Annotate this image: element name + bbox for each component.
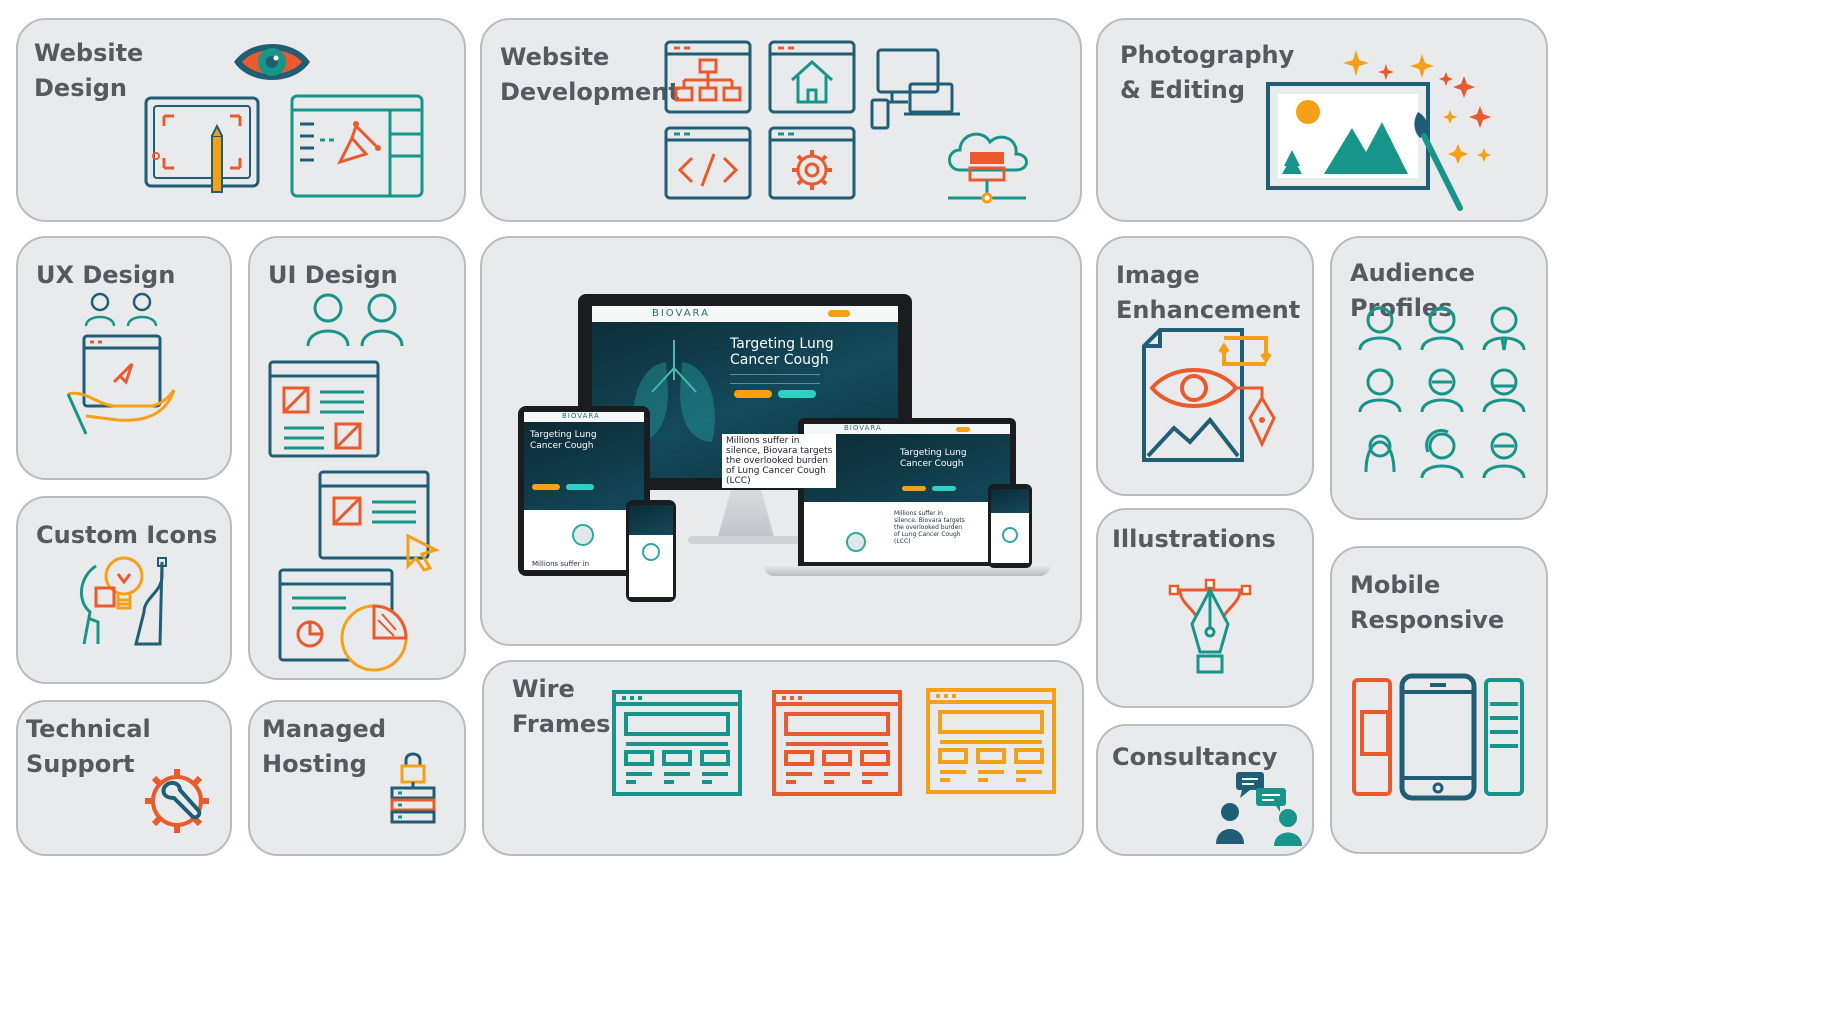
tile-title: Consultancy [1112,743,1278,771]
tile-custom-icons: Custom Icons [16,496,232,684]
responsive-devices-icon [870,48,960,130]
tile-managed-hosting: Managed Hosting [248,700,466,856]
code-icon [664,126,752,200]
tile-ux-design: UX Design [16,236,232,480]
phone-device [988,484,1032,568]
laptop-avatar [846,532,866,552]
hero-button-primary [532,484,560,490]
phone-icon [1352,673,1524,801]
paintbrush-icon [1414,112,1463,211]
lungs-graphic [633,340,715,442]
tablet-screen: BIOVARA Targeting Lung Cancer Cough Mill… [524,412,644,570]
users-icon [84,292,158,327]
tablet-navbar: BIOVARA [524,412,644,422]
hero-button-primary [734,390,772,398]
tile-title: Mobile Responsive [1350,571,1505,634]
tile-title: Illustrations [1112,525,1276,553]
brand-logo: BIOVARA [562,412,600,420]
tile-ui-design: UI Design [248,236,466,680]
tile-responsive-showcase: BIOVARA Targeting Lung Cancer Cough BIOV… [480,236,1082,646]
tile-title: Custom Icons [36,521,218,549]
tile-title: Photography & Editing [1120,41,1295,104]
tablet-avatar [572,524,594,546]
ui-chart-card-icon [278,568,408,672]
hero-button-secondary [778,390,816,398]
tablet-hero: Targeting Lung Cancer Cough [524,422,644,510]
hero-headline: Targeting Lung Cancer Cough [730,336,834,368]
pen-nib-icon [1168,578,1252,674]
tile-illustrations: Illustrations [1096,508,1314,708]
hero-button-secondary [566,484,594,490]
sparkles-icon [1343,50,1491,164]
landscape-photo-icon [1266,82,1430,190]
tile-wire-frames: Wire Frames [482,660,1084,856]
tile-title: Audience Profiles [1350,259,1475,322]
sitemap-icon [664,40,752,114]
cloud-server-icon [948,132,1028,204]
tile-title: Image Enhancement [1116,261,1301,324]
wireframe-icon [926,688,1056,794]
audience-grid-icon [1358,306,1526,479]
ui-cursor-card-icon [318,470,441,572]
ui-card-icon [268,360,380,458]
pen-tool-window-icon [290,94,424,198]
server-lock-icon [390,752,436,824]
laptop-screen: BIOVARA Targeting Lung Cancer Cough Mill… [804,424,1010,562]
users-icon [306,293,404,347]
desktop-tagline: Millions suffer in silence, Biovara targ… [722,434,837,488]
hand-tablet-icon [66,334,176,435]
tile-technical-support: Technical Support [16,700,232,856]
tile-image-enhancement: Image Enhancement [1096,236,1314,496]
tile-website-development: Website Development [480,18,1082,222]
nav-cta-pill [828,310,850,317]
tile-title: UI Design [268,261,398,289]
tile-photography-editing: Photography & Editing [1096,18,1548,222]
laptop-hero: Targeting Lung Cancer Cough [804,434,1010,502]
home-page-icon [768,40,856,114]
image-enhance-icon [1142,328,1276,462]
tile-website-design: Website Design [16,18,466,222]
wireframe-icon [772,690,902,796]
web-design-window-icon [144,96,260,193]
phone-device [626,500,676,602]
laptop-tagline: Millions suffer in silence, Biovara targ… [894,510,965,545]
tablet-tagline: Millions suffer in [532,560,590,568]
wrench-gear-icon [145,769,209,833]
desktop-navbar: BIOVARA [592,306,898,322]
hero-button-secondary [932,486,956,491]
brand-logo: BIOVARA [652,308,710,319]
wireframe-icon [612,690,742,796]
tile-audience-profiles: Audience Profiles [1330,236,1548,520]
tile-title: Website Development [500,43,680,106]
hero-button-primary [902,486,926,491]
laptop-navbar: BIOVARA [804,424,1010,434]
tile-title: Wire Frames [512,675,611,738]
monitor-stand [717,490,775,540]
lightbulb-head-icon [80,556,167,646]
tile-mobile-responsive: Mobile Responsive [1330,546,1548,854]
gear-icon [768,126,856,200]
tile-title: Website Design [34,39,144,102]
eye-icon [234,44,310,80]
tile-title: UX Design [36,261,176,289]
chat-bubbles-icon [1216,772,1302,846]
hero-copy-lines [730,374,820,384]
brand-logo: BIOVARA [844,424,882,432]
tile-title: Technical Support [26,715,151,778]
monitor-base [688,536,804,544]
tile-title: Managed Hosting [262,715,386,778]
tile-consultancy: Consultancy [1096,724,1314,856]
laptop-base [764,566,1050,576]
